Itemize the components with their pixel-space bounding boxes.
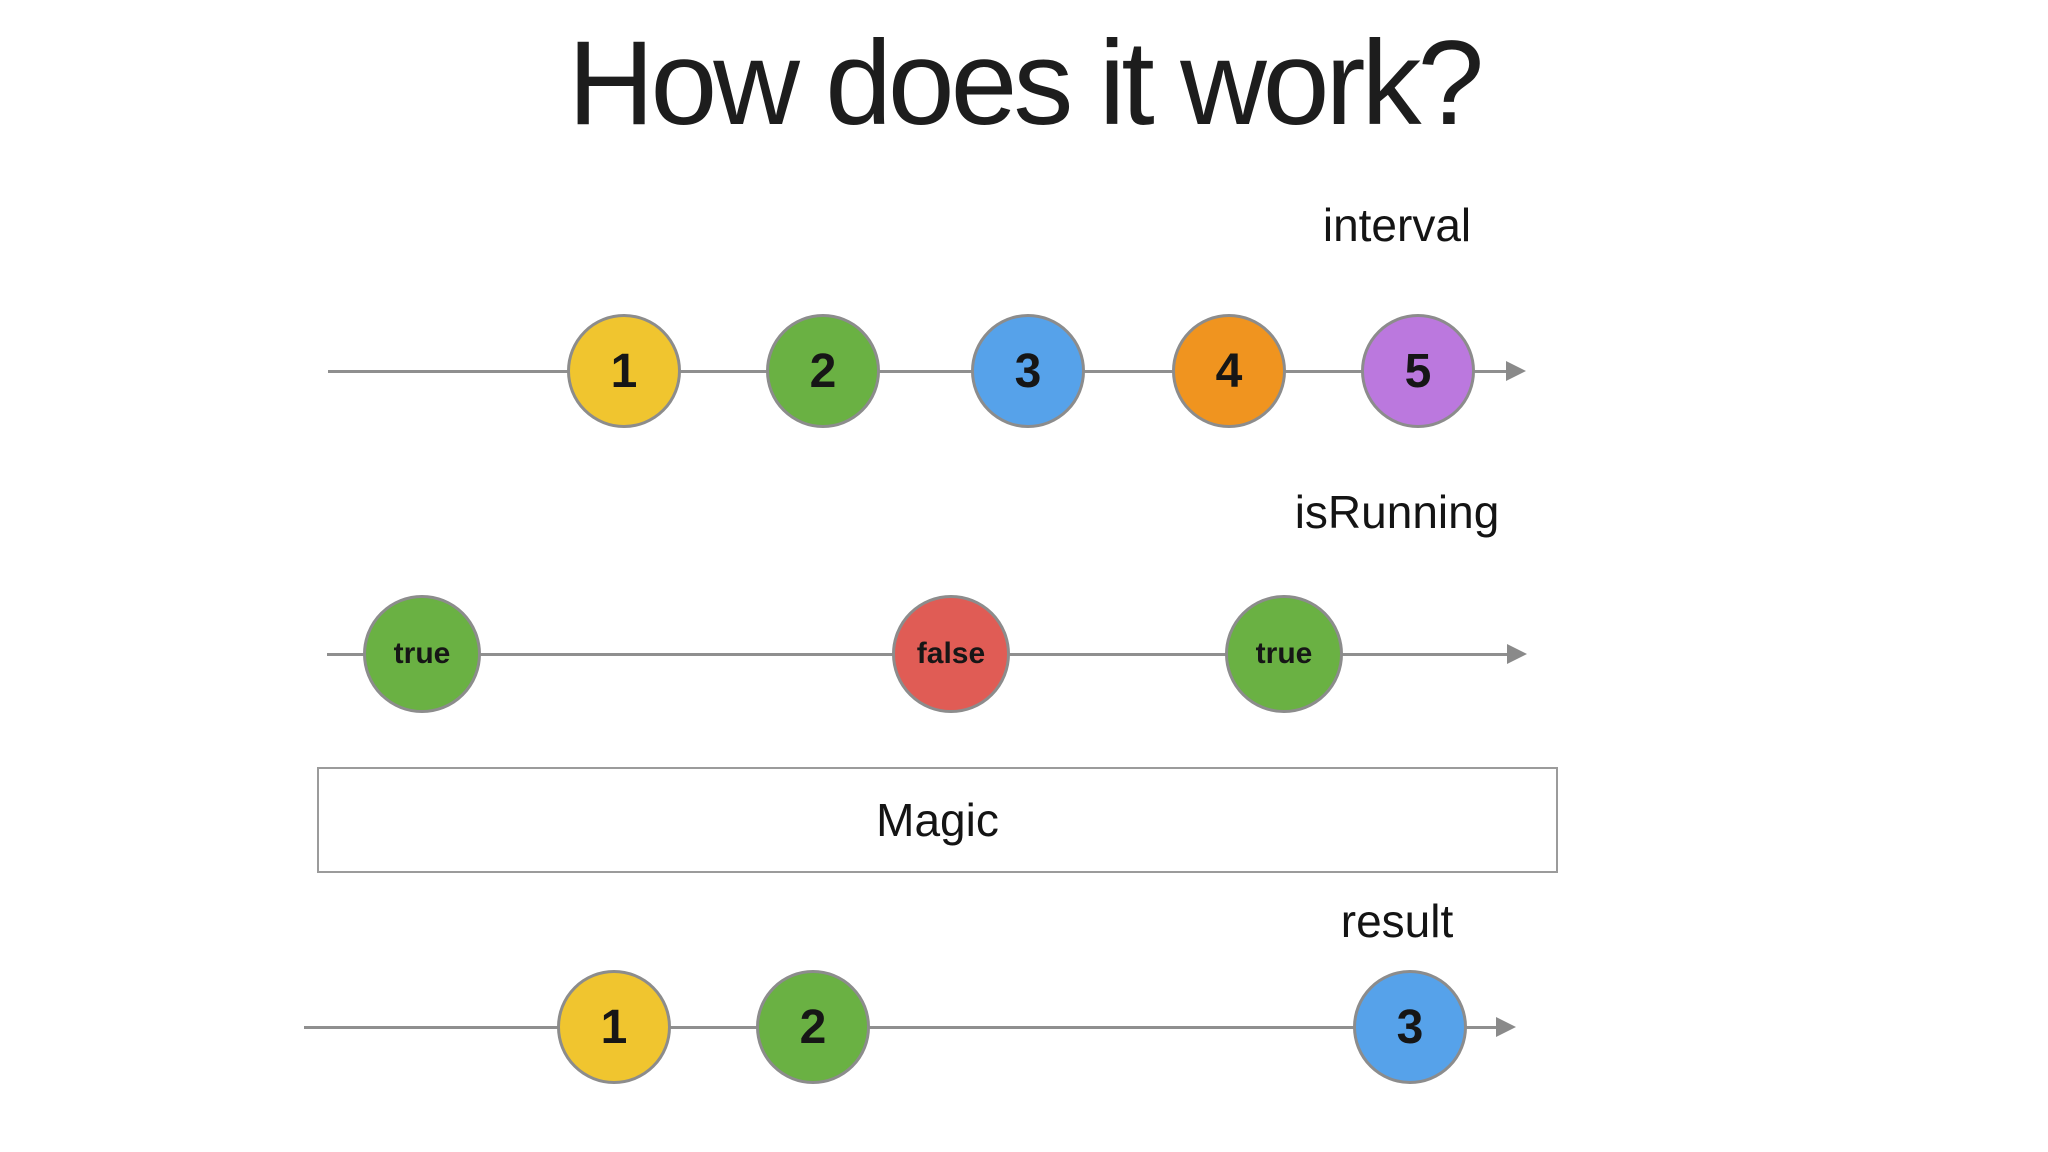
magic-box-label: Magic	[876, 794, 999, 846]
marble-isRunning-true: true	[1225, 595, 1343, 713]
marble-result-2: 2	[756, 970, 870, 1084]
arrow-head-icon	[1496, 1017, 1516, 1037]
page-title: How does it work?	[567, 16, 1484, 150]
marble-isRunning-false: false	[892, 595, 1010, 713]
timeline-axis-result	[304, 1026, 1498, 1029]
marble-isRunning-true: true	[363, 595, 481, 713]
marble-result-3: 3	[1353, 970, 1467, 1084]
arrow-head-icon	[1506, 361, 1526, 381]
timeline-label-result: result	[1340, 895, 1454, 947]
marble-interval-1: 1	[567, 314, 681, 428]
timeline-axis-interval	[328, 370, 1508, 373]
marble-result-1: 1	[557, 970, 671, 1084]
timeline-label-isRunning: isRunning	[1294, 486, 1500, 538]
arrow-head-icon	[1507, 644, 1527, 664]
magic-box: Magic	[317, 767, 1558, 873]
marble-interval-4: 4	[1172, 314, 1286, 428]
marble-interval-3: 3	[971, 314, 1085, 428]
marble-interval-2: 2	[766, 314, 880, 428]
timeline-label-interval: interval	[1322, 199, 1472, 251]
marble-interval-5: 5	[1361, 314, 1475, 428]
